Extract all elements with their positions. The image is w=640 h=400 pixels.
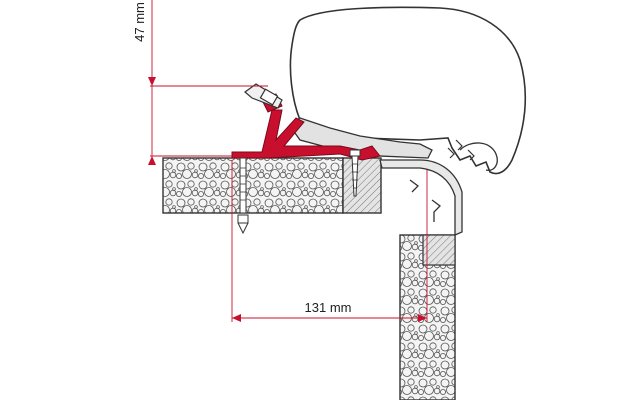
roof-wood-batten (342, 157, 382, 214)
dimension-vertical: 47 mm (132, 0, 268, 165)
dimension-vertical-label: 47 mm (132, 2, 147, 42)
roof-foam-panel (162, 157, 344, 214)
awning-seal-hooks (447, 139, 475, 161)
adapter-bracket[interactable] (231, 109, 381, 161)
corner-profile-hook (409, 179, 441, 222)
dimension-horizontal-label: 131 mm (305, 300, 352, 315)
dimension-horizontal: 131 mm (231, 160, 428, 322)
awning-rail (289, 117, 433, 159)
awning-housing (289, 6, 527, 175)
corner-profile (379, 159, 463, 236)
roof-screw-left (237, 157, 249, 235)
awning-front-curl (459, 142, 498, 171)
side-wall-batten (422, 234, 456, 266)
bracket-nut (259, 88, 279, 106)
roof-screw-right (349, 149, 361, 197)
